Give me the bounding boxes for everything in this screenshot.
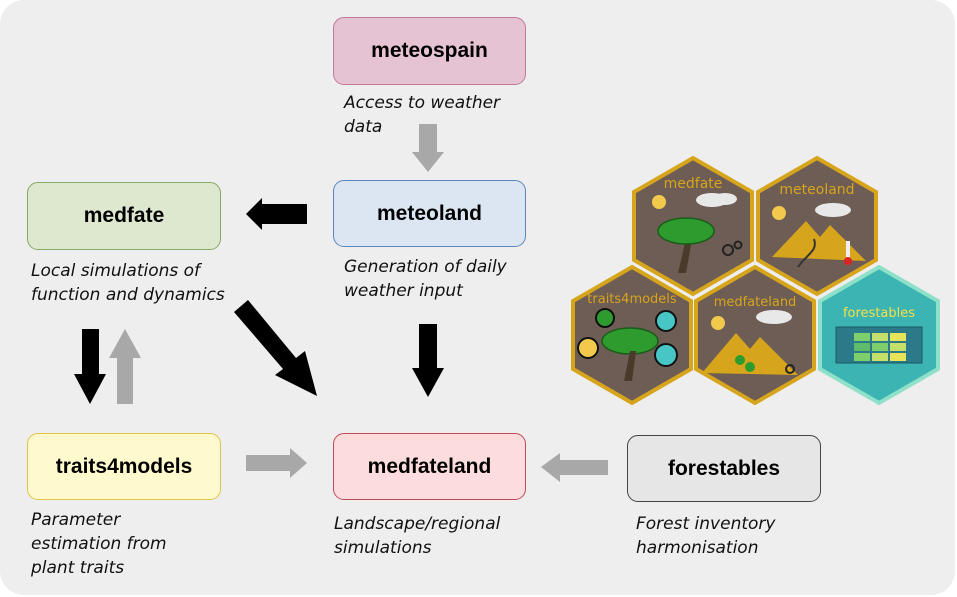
medfateland-hex-logo: medfateland — [694, 264, 816, 406]
forestables-box: forestables — [627, 435, 821, 502]
arrow-medfate-to-medfateland — [234, 300, 317, 396]
forestables-hex-label: forestables — [843, 306, 915, 321]
forestables-description: Forest inventory harmonisation — [636, 514, 776, 558]
meteoland-box: meteoland — [333, 180, 526, 247]
meteoland-label: meteoland — [376, 201, 483, 225]
meteoland-hex-label: meteoland — [779, 182, 854, 198]
meteospain-label: meteospain — [371, 39, 488, 62]
forestables-label: forestables — [667, 456, 781, 480]
forestables-hex-logo: forestables — [818, 264, 940, 406]
medfateland-label: medfateland — [367, 454, 492, 478]
traits4models-description: Parameter estimation from plant traits — [31, 510, 167, 578]
meteoland-description: Generation of daily weather input — [344, 257, 507, 301]
traits4models-box: traits4models — [27, 433, 221, 500]
meteospain-description: Access to weather data — [344, 93, 501, 137]
traits4models-hex-logo: traits4models — [571, 264, 693, 406]
meteospain-box: meteospain — [333, 17, 526, 85]
hex-logos: medfate meteoland traits4models medfatel… — [571, 155, 940, 406]
medfateland-description: Landscape/regional simulations — [334, 514, 501, 558]
arrow-medfate-to-traits4models — [74, 329, 106, 404]
meteoland-hex-logo: meteoland — [756, 155, 878, 297]
medfateland-box: medfateland — [333, 433, 526, 500]
medfate-description: Local simulations of function and dynami… — [31, 261, 225, 305]
arrow-traits4models-to-medfateland — [246, 448, 307, 478]
arrow-meteospain-to-meteoland — [412, 124, 444, 172]
medfateland-hex-label: medfateland — [714, 295, 797, 310]
traits4models-label: traits4models — [55, 454, 193, 478]
medfate-box: medfate — [27, 182, 221, 250]
traits4models-hex-label: traits4models — [587, 292, 677, 307]
medfate-label: medfate — [83, 204, 165, 227]
table-icon — [835, 326, 923, 364]
arrow-meteoland-to-medfate — [246, 198, 307, 230]
medfate-hex-logo: medfate — [632, 155, 754, 297]
medfate-hex-label: medfate — [664, 176, 723, 192]
arrow-forestables-to-medfateland — [541, 453, 608, 482]
arrow-meteoland-to-medfateland — [412, 324, 444, 397]
arrow-traits4models-to-medfate — [109, 329, 141, 404]
